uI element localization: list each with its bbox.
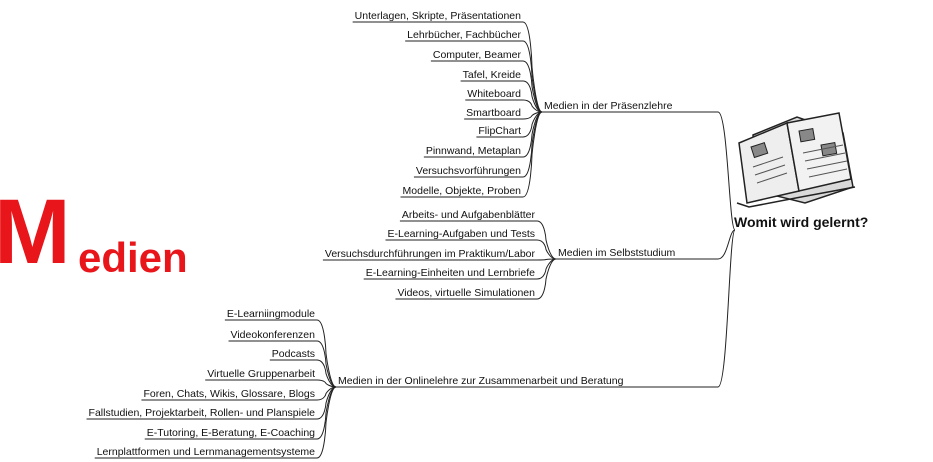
leaf-label: Modelle, Objekte, Proben [403, 185, 522, 197]
leaf-label: Lehrbücher, Fachbücher [407, 29, 521, 41]
leaf-connector [423, 111, 543, 158]
leaf-connector [363, 258, 557, 280]
leaf-connector [322, 258, 557, 261]
leaf-connector [224, 319, 337, 388]
leaf-label: Videos, virtuelle Simulationen [397, 287, 535, 299]
leaf-connector [464, 111, 543, 120]
leaf-label: Lernplattformen und Lernmanagementsystem… [97, 446, 315, 458]
leaf-label: Tafel, Kreide [463, 69, 522, 81]
leaf-label: Arbeits- und Aufgabenblätter [402, 209, 536, 221]
leaf-connector [465, 99, 543, 113]
leaf-connector [399, 220, 557, 260]
leaf-label: Videokonferenzen [231, 329, 316, 341]
branch-label: Medien im Selbststudium [558, 247, 676, 259]
connector-lines [86, 21, 736, 459]
leaf-label: Versuchsdurchführungen im Praktikum/Labo… [325, 248, 536, 260]
branch-connector [336, 229, 736, 388]
root-node-label: Womit wird gelernt? [734, 214, 869, 230]
leaf-connector [385, 239, 557, 260]
leaf-connector [144, 386, 337, 440]
newspaper-icon [736, 112, 856, 208]
leaf-connector [205, 379, 337, 388]
leaf-connector [405, 40, 543, 113]
leaf-label: Computer, Beamer [433, 49, 522, 61]
branch-connector [542, 111, 736, 231]
leaf-connector [476, 111, 543, 138]
leaf-connector [400, 111, 543, 198]
leaf-label: E-Learning-Aufgaben und Tests [388, 228, 536, 240]
leaf-label: E-Tutoring, E-Beratung, E-Coaching [147, 427, 315, 439]
leaf-connector [86, 386, 337, 420]
leaf-connector [430, 60, 543, 113]
leaf-label: Fallstudien, Projektarbeit, Rollen- und … [89, 407, 316, 419]
leaf-label: Foren, Chats, Wikis, Glossare, Blogs [143, 388, 315, 400]
leaf-label: E-Learniingmodule [227, 308, 315, 320]
leaf-label: Unterlagen, Skripte, Präsentationen [355, 10, 522, 22]
title-initial-letter: M [0, 181, 71, 283]
leaf-connector [94, 386, 337, 459]
leaf-connector [395, 258, 557, 300]
leaf-label: Versuchsvorführungen [416, 165, 521, 177]
leaf-label: FlipChart [478, 125, 521, 137]
leaf-label: Whiteboard [467, 88, 521, 100]
leaf-connector [413, 111, 543, 178]
leaf-label: Virtuelle Gruppenarbeit [207, 368, 315, 380]
leaf-label: E-Learning-Einheiten und Lernbriefe [366, 267, 535, 279]
leaf-connector [352, 21, 543, 113]
branch-label: Medien in der Onlinelehre zur Zusammenar… [338, 375, 624, 387]
branch-label: Medien in der Präsenzlehre [544, 100, 673, 112]
branch-connector [556, 229, 736, 260]
leaf-label: Pinnwand, Metaplan [426, 145, 521, 157]
leaf-connector [460, 80, 543, 113]
leaf-label: Podcasts [272, 348, 315, 360]
leaf-connector [141, 386, 337, 401]
leaf-label: Smartboard [466, 107, 521, 119]
leaf-connector [228, 340, 337, 388]
title-rest: edien [78, 234, 188, 281]
leaf-connector [269, 359, 337, 388]
